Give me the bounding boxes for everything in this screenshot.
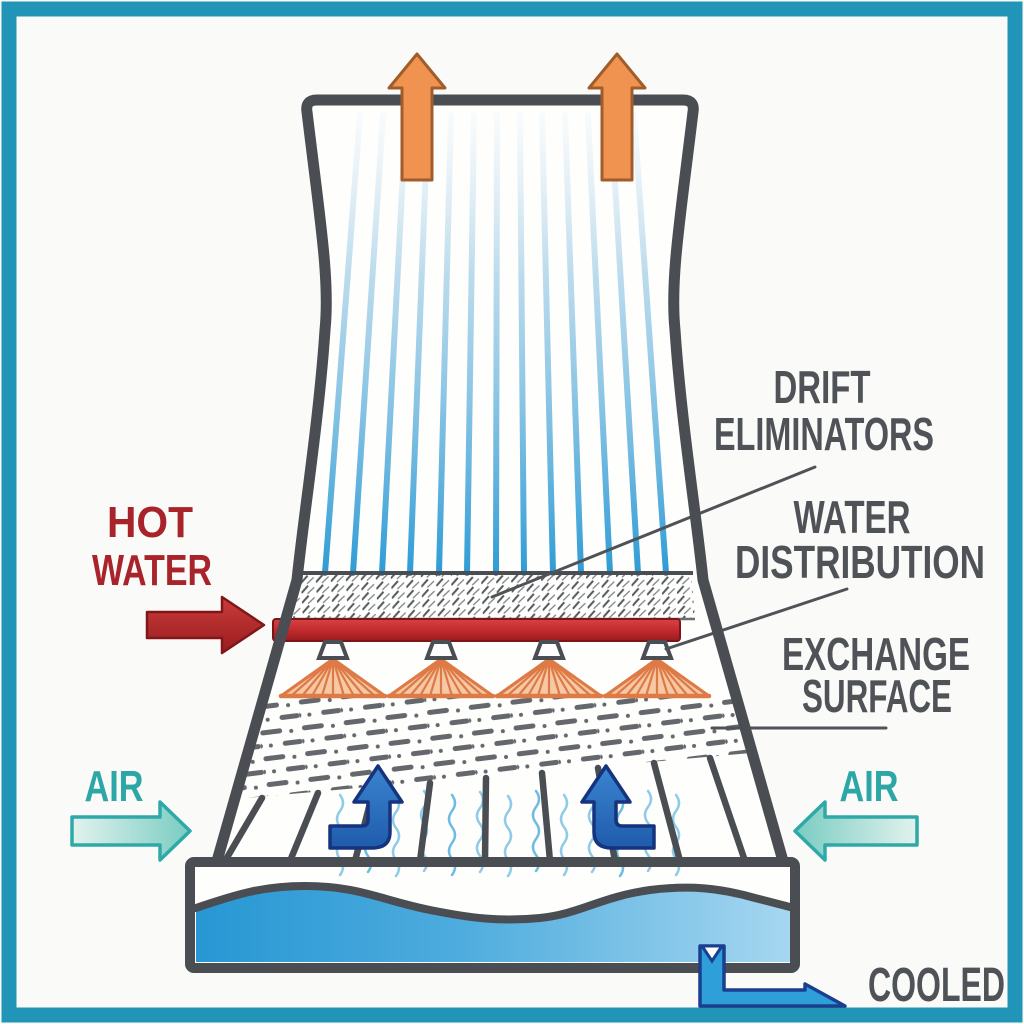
spray-cones	[278, 657, 712, 699]
updraft-arrow-right-icon	[580, 764, 656, 850]
spray-nozzle	[316, 640, 350, 660]
spray-nozzle	[424, 640, 458, 660]
updraft-arrow-left-icon	[328, 764, 404, 850]
drift-eliminators-label-line1: DRIFT	[774, 361, 871, 413]
spray-nozzles	[316, 640, 674, 660]
tower-outline	[211, 94, 789, 867]
fill-media	[234, 695, 751, 799]
spray-nozzle	[532, 640, 566, 660]
exhaust-arrows	[387, 52, 647, 182]
leader-drift-eliminators	[490, 465, 817, 599]
water-distribution-label-line1: WATER	[794, 491, 911, 543]
spray-cone	[386, 657, 496, 699]
plume-streamlines	[322, 112, 669, 576]
spray-cone	[602, 657, 712, 699]
spray-cone	[494, 657, 604, 699]
air-arrow-right-icon	[793, 800, 919, 862]
basin-water	[196, 886, 790, 962]
hot-water-arrow-icon	[145, 595, 266, 655]
basin-outline	[185, 857, 800, 973]
air-right-label: AIR	[840, 762, 899, 811]
air-arrow-left-icon	[70, 800, 192, 862]
drift-eliminators-label-line2: ELIMINATORS	[714, 408, 934, 460]
exchange-surface-label-line2: SURFACE	[802, 670, 952, 722]
basin-water-surface	[192, 881, 794, 924]
exhaust-up-arrow-right-icon	[587, 52, 647, 182]
outlet-pipe	[698, 944, 847, 1008]
cooled-water-outlet	[698, 944, 847, 1008]
exchange-surface-label-line1: EXCHANGE	[782, 628, 970, 680]
outlet-notch	[699, 944, 725, 964]
spray-cone	[278, 657, 388, 699]
exhaust-up-arrow-left-icon	[387, 52, 447, 182]
hot-water-label-line1: HOT	[107, 498, 193, 547]
leader-water-distribution	[664, 587, 849, 651]
air-left-label: AIR	[85, 762, 144, 811]
hot-water-label-line2: WATER	[92, 546, 212, 595]
spray-nozzle	[640, 640, 674, 660]
water-distribution-label-line2: DISTRIBUTION	[735, 536, 985, 588]
cooled-water-label: COOLED	[868, 959, 1005, 1012]
water-distribution-pipe	[272, 618, 681, 642]
